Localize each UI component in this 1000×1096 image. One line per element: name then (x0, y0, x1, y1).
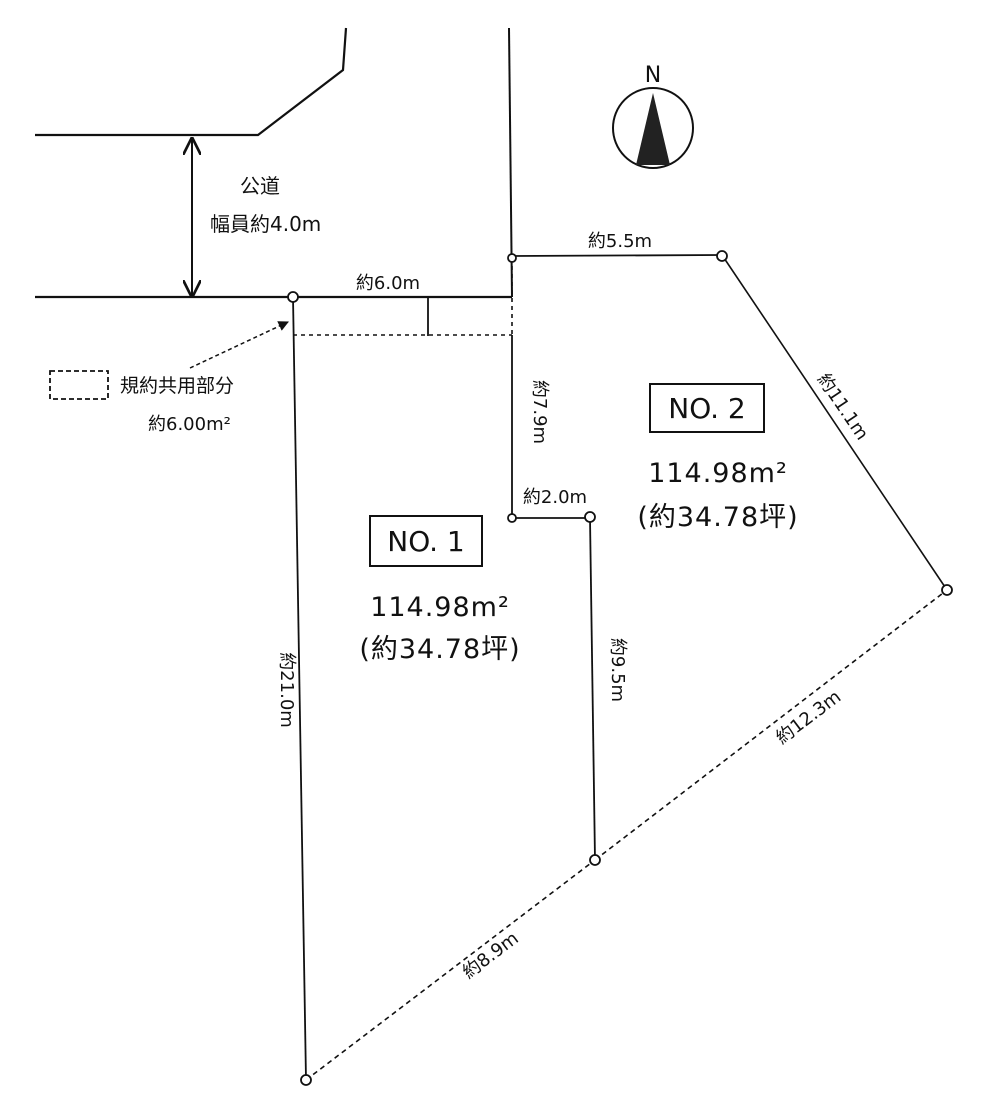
lot1-id-box (369, 515, 483, 567)
neighbor-boundary (508, 27, 513, 298)
lot2-area: 114.98m² (648, 458, 788, 489)
lot2-id-box (649, 383, 765, 433)
dim-inner-lower: 約9.5m (607, 638, 628, 702)
dim-frontage-no1: 約6.0m (356, 273, 420, 294)
lot1-west-boundary (292, 296, 307, 1081)
road-name: 公道 (240, 174, 280, 198)
road-edge-north (35, 27, 348, 137)
lot1-id: NO. 1 (387, 525, 464, 558)
boundary-marker (589, 854, 601, 866)
lot2-tsubo: (約34.78坪) (637, 502, 798, 533)
dim-inner-vertical: 約7.9m (529, 380, 550, 444)
boundary-marker (287, 291, 299, 303)
lot1-area: 114.98m² (370, 592, 510, 623)
boundary-marker (584, 511, 596, 523)
dim-west-no1: 約21.0m (276, 652, 297, 728)
lot2-id: NO. 2 (668, 392, 745, 425)
lot2-south-boundary (594, 589, 948, 861)
inner-boundary-lower (589, 517, 596, 861)
boundary-marker (507, 513, 517, 523)
legend-pointer (189, 321, 289, 369)
boundary-marker (507, 253, 517, 263)
boundary-marker (716, 250, 728, 262)
dim-frontage-no2: 約5.5m (588, 231, 652, 252)
dim-inner-horizontal: 約2.0m (523, 487, 587, 508)
north-label: N (645, 63, 661, 88)
north-arrow-icon: N (612, 63, 694, 169)
boundary-marker (941, 584, 953, 596)
dim-east-no2: 約11.1m (813, 370, 873, 444)
lot2-east-boundary (721, 254, 948, 591)
lot1-south-boundary (305, 859, 596, 1081)
boundary-markers (287, 250, 953, 1086)
road-width: 幅員約4.0m (210, 212, 321, 236)
legend-label: 規約共用部分 (120, 375, 234, 397)
dim-south-no1: 約8.9m (459, 928, 523, 983)
legend-area: 約6.00m² (148, 414, 231, 435)
legend-swatch (49, 370, 109, 400)
dim-south-no2: 約12.3m (772, 686, 845, 748)
lot1-tsubo: (約34.78坪) (359, 634, 520, 665)
boundary-marker (300, 1074, 312, 1086)
lot2-north-boundary (511, 254, 723, 257)
